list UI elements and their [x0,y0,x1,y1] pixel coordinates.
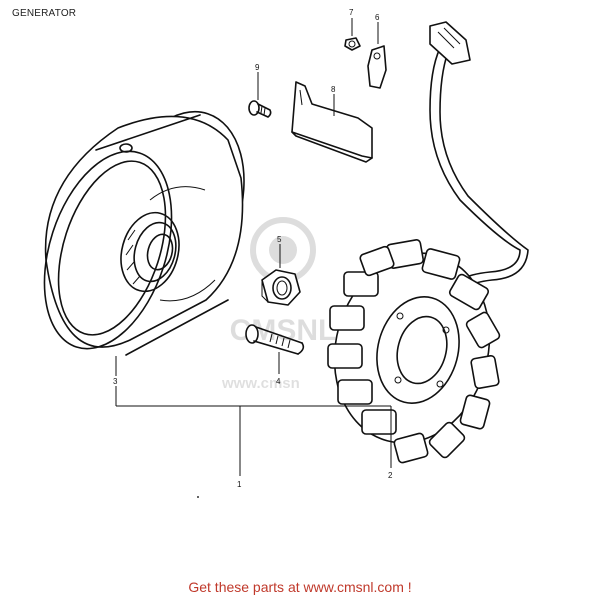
callout-6: 6 [375,13,380,22]
callout-1: 1 [237,480,242,489]
diagram-title: GENERATOR [12,8,77,19]
nut [261,269,301,306]
callout-2: 2 [388,471,393,480]
screw-7 [344,37,361,51]
callout-numbers: 7 6 9 8 5 4 3 2 1 [113,8,393,489]
bolt [245,324,305,355]
callout-4: 4 [276,377,281,386]
stray-dot [197,496,199,498]
watermark-text: www.cmsn [221,375,300,392]
stator-wire [429,21,529,289]
parts-link-footer[interactable]: Get these parts at www.cmsnl.com ! [188,579,412,595]
callout-8: 8 [331,85,336,94]
stator [327,239,501,464]
callout-3: 3 [113,377,118,386]
leader-lines [115,18,392,476]
screw-9 [248,100,272,118]
callout-9: 9 [255,63,260,72]
rotor [43,110,245,356]
callout-7: 7 [349,8,354,17]
cover-plate [291,81,373,163]
clamp [367,45,387,89]
callout-5: 5 [277,235,282,244]
